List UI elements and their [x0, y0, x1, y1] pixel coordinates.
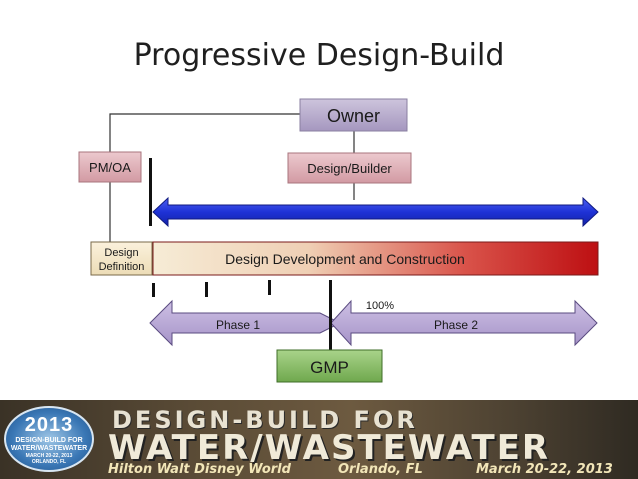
conference-banner: 2013 DESIGN-BUILD FOR WATER/WASTEWATER M… — [0, 400, 638, 479]
progressive-design-build-diagram: Owner PM/OA Design/Builder Design Defini… — [78, 98, 599, 383]
tick-mark — [205, 282, 208, 297]
design-builder-label: Design/Builder — [307, 161, 392, 176]
banner-dates: March 20-22, 2013 — [476, 462, 613, 477]
design-development-label: Design Development and Construction — [225, 251, 465, 267]
gmp-marker-line — [329, 280, 332, 350]
percent-label: 100% — [366, 300, 394, 312]
connector-lines — [109, 113, 355, 242]
logo-line: ORLANDO, FL — [31, 459, 67, 465]
conference-logo: 2013 DESIGN-BUILD FOR WATER/WASTEWATER M… — [4, 406, 94, 472]
design-definition-box: Design Definition — [90, 241, 153, 276]
gmp-box: GMP — [276, 349, 383, 383]
phase-2-arrow: Phase 2 — [330, 299, 598, 347]
banner-venue: Hilton Walt Disney World — [108, 462, 291, 477]
pm-oa-label: PM/OA — [89, 160, 131, 175]
design-definition-line1: Design — [104, 247, 138, 259]
phase-tick-marks — [152, 280, 271, 297]
logo-line: MARCH 20-22, 2013 — [25, 453, 73, 459]
owner-box: Owner — [299, 98, 408, 132]
logo-line: DESIGN-BUILD FOR — [15, 437, 83, 444]
design-definition-line2: Definition — [99, 261, 145, 273]
page-title: Progressive Design-Build — [133, 38, 505, 73]
design-development-bar: Design Development and Construction — [152, 241, 599, 276]
design-builder-box: Design/Builder — [287, 152, 412, 184]
banner-title-line1: DESIGN-BUILD FOR — [112, 406, 418, 434]
pm-oa-box: PM/OA — [78, 151, 142, 183]
blue-double-arrow — [152, 196, 599, 228]
start-marker — [149, 158, 152, 226]
phase-1-label: Phase 1 — [216, 318, 260, 332]
banner-title-line2: WATER/WASTEWATER — [108, 428, 551, 468]
tick-mark — [152, 283, 155, 297]
banner-city: Orlando, FL — [338, 462, 423, 477]
logo-line: WATER/WASTEWATER — [10, 445, 88, 452]
logo-year: 2013 — [24, 414, 74, 436]
owner-to-pm-line — [109, 113, 300, 242]
owner-label: Owner — [327, 106, 380, 126]
tick-mark — [268, 280, 271, 295]
gmp-label: GMP — [310, 358, 349, 377]
phase-1-arrow: Phase 1 — [149, 299, 342, 347]
phase-2-label: Phase 2 — [434, 318, 478, 332]
